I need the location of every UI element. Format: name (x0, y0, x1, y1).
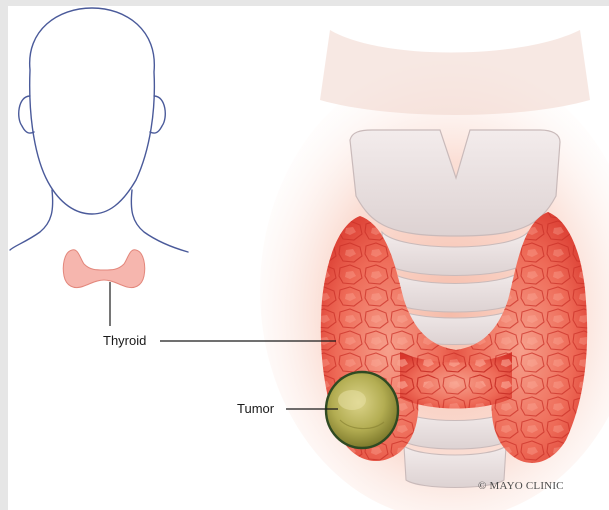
thyroid-label: Thyroid (103, 333, 146, 348)
copyright-credit: © MAYO CLINIC (478, 480, 564, 492)
tumor-mass (326, 372, 398, 448)
tumor-label: Tumor (237, 401, 274, 416)
